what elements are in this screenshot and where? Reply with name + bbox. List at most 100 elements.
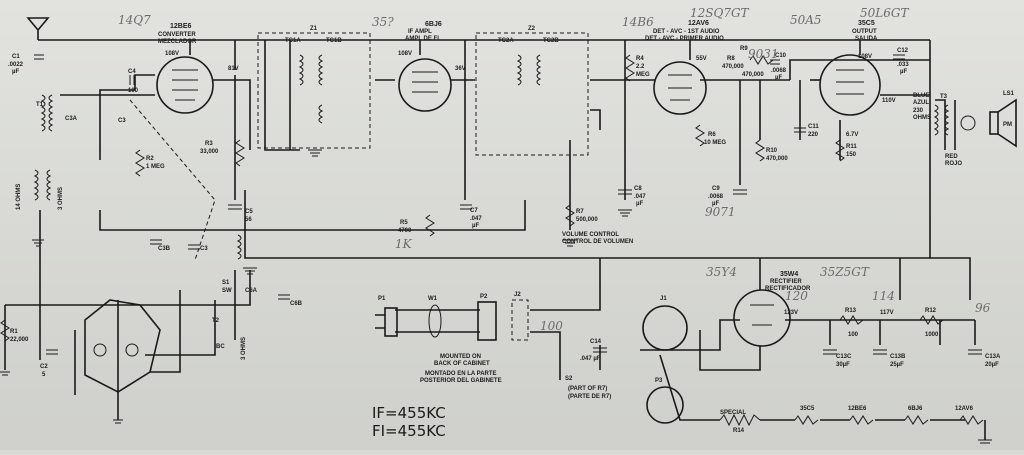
res-r8-value: 470,000 (722, 64, 744, 70)
res-r6-value: 10 MEG (704, 140, 726, 146)
cap-c3c: C3 (200, 246, 208, 252)
res-r1-id: R1 (10, 329, 18, 335)
label-rojo: ROJO (945, 161, 962, 167)
tube-rectifier-type: 35W4 (780, 271, 798, 278)
cap-c7-value: .047 (470, 216, 482, 222)
label-mounted: MOUNTED ON (440, 354, 481, 360)
resistor-r12-symbol (919, 315, 944, 325)
label-ohms: OHMS (913, 115, 931, 121)
resistor-labels: R1 22,000 R2 1 MEG R3 33,000 R4 2.2 MEG … (10, 46, 939, 434)
coil-osc (236, 234, 242, 260)
coil-t3-pri (933, 104, 939, 136)
label-tc1b: TC1B (326, 38, 342, 44)
cap-c2-id: C2 (40, 364, 48, 370)
label-117v: 117V (880, 310, 894, 316)
res-r10-value: 470,000 (766, 156, 788, 162)
tube-if-envelope (398, 58, 452, 112)
hand-note-114: 114 (872, 289, 895, 303)
label-bc: BC (216, 344, 225, 350)
resistor-r3-symbol (235, 139, 245, 167)
resistor-r5-symbol (425, 214, 435, 237)
cap-c6a: C6A (245, 288, 258, 294)
tube-if-name: IF AMPL (408, 29, 432, 35)
plug-p3 (646, 386, 684, 424)
tube-labels: 12BE6 CONVERTER MEZCLADOR 108V 81V 14Q7 … (118, 6, 909, 292)
label-230: 230 (913, 108, 924, 114)
label-heater-4: 12AV6 (955, 406, 974, 412)
label-mounted-2: BACK OF CABINET (434, 361, 490, 367)
cap-c11-id: C11 (808, 124, 819, 130)
hand-note-9071: 9071 (705, 205, 736, 219)
cap-c1-id: C1 (12, 54, 20, 60)
label-part-r7: (PART OF R7) (568, 386, 607, 392)
hand-note-9031: 9031 (748, 47, 779, 61)
cap-c9-id: C9 (712, 186, 720, 192)
hand-note-rect-2: 35Z5GT (820, 265, 870, 279)
cap-c3b: C3B (158, 246, 171, 252)
tube-converter-alt: MEZCLADOR (158, 39, 197, 45)
res-r13-value: 100 (848, 332, 859, 338)
tube-detector-type: 12AV6 (688, 20, 709, 27)
tube-converter-screen: 81V (228, 66, 239, 72)
tube-if-screen: 36V (455, 66, 466, 72)
label-t2: T2 (212, 318, 220, 324)
hand-note-rect-1: 35Y4 (706, 265, 737, 279)
res-r2-id: R2 (146, 156, 154, 162)
fi-frequency: FI=455KC (372, 422, 446, 440)
cap-c1-unit: µF (12, 69, 19, 75)
res-r12-id: R12 (925, 308, 937, 314)
capacitor-symbols (34, 54, 982, 355)
label-volume: VOLUME CONTROL (562, 232, 619, 238)
handwritten-notes: 1K 100 120 114 96 9031 9071 (395, 47, 991, 333)
res-r12-value: 1000 (925, 332, 939, 338)
label-volume-es: CONTROL DE VOLUMEN (562, 239, 633, 245)
cap-c13c-id: C13C (836, 354, 852, 360)
cap-c9-value: .0068 (708, 194, 724, 200)
res-r7-value: 500,000 (576, 217, 598, 223)
ground-symbols (0, 149, 992, 444)
socket-j1 (642, 305, 688, 351)
label-z1: Z1 (310, 26, 318, 32)
coil-t1-pri (40, 94, 46, 132)
label-3-ohms-b: 3 OHMS (241, 337, 247, 360)
cap-c13b-id: C13B (890, 354, 906, 360)
cap-c8-value: .047 (634, 194, 646, 200)
res-r10-id: R10 (766, 148, 778, 154)
label-montado: MONTADO EN LA PARTE (425, 371, 497, 377)
heater-12av6 (959, 415, 984, 425)
misc-labels: VOLUME CONTROL CONTROL DE VOLUMEN MOUNTE… (16, 91, 1015, 440)
label-s1: S1 (222, 280, 230, 286)
tube-if-plate: 108V (398, 51, 412, 57)
res-r6-id: R6 (708, 132, 716, 138)
tube-output-alt: SALIDA (855, 36, 878, 42)
resistor-r11-symbol (835, 139, 845, 162)
cap-c9-unit: µF (712, 201, 719, 207)
cap-c8-id: C8 (634, 186, 642, 192)
res-r9-value: 470,000 (742, 72, 764, 78)
tube-if-type: 6BJ6 (425, 21, 442, 28)
resistor-r6-symbol (695, 124, 705, 147)
label-tc2a: TC2A (498, 38, 514, 44)
label-z2: Z2 (528, 26, 536, 32)
res-r2-value: 1 MEG (146, 164, 165, 170)
cap-c4-id: C4 (128, 69, 136, 75)
tube-detector-name: DET - AVC - 1ST AUDIO (653, 29, 720, 35)
tube-detector-alt: DET - AVC - PRIMER AUDIO (645, 36, 724, 42)
cap-c10-value: .0068 (771, 68, 787, 74)
label-j1: J1 (660, 296, 667, 302)
tube-detector-envelope (653, 61, 707, 115)
resistor-r9-symbol (749, 55, 774, 65)
label-t3: T3 (940, 94, 948, 100)
cap-c13b-value: 25µF (890, 362, 904, 368)
label-heater-2: 12BE6 (848, 406, 867, 412)
tube-rectifier-envelope (733, 289, 791, 347)
resistor-r2-symbol (135, 149, 145, 177)
res-r1-value: 22,000 (10, 337, 29, 343)
power-plug (375, 299, 529, 341)
tube-converter-plate: 108V (165, 51, 179, 57)
resistor-r4-symbol (625, 54, 635, 82)
res-r11-value: 150 (846, 152, 857, 158)
coil-t1-sec (48, 94, 54, 132)
cap-c1-value: .0022 (8, 62, 24, 68)
